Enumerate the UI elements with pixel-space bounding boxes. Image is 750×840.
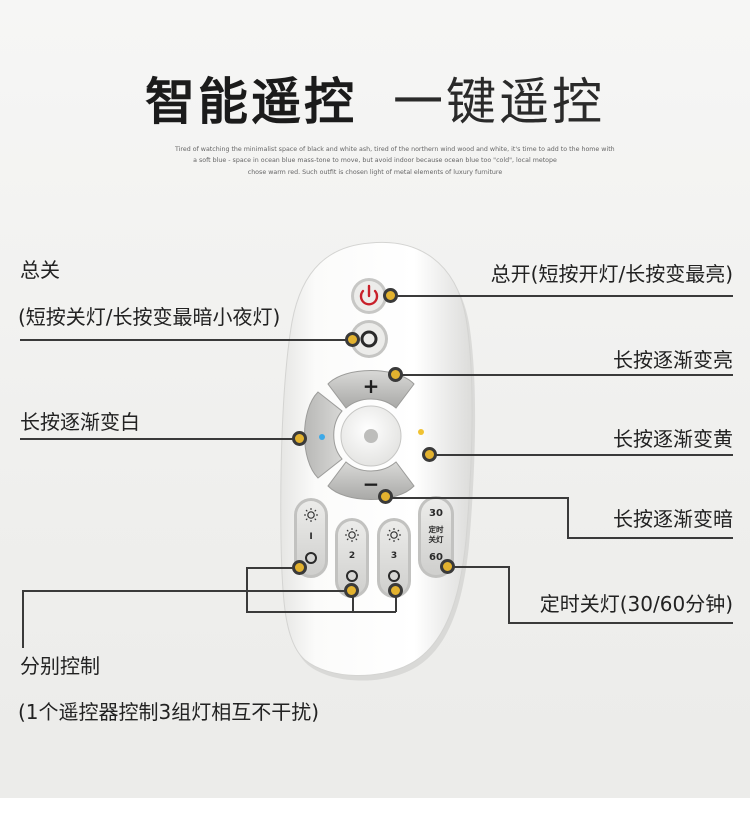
timer-30-label: 30 xyxy=(429,508,443,519)
sun-icon xyxy=(304,508,318,522)
power-off-leader-line xyxy=(20,339,353,341)
darken-leader-h2 xyxy=(567,537,733,539)
darken-marker xyxy=(378,489,393,504)
brighten-leader-line xyxy=(396,374,733,376)
description-line-2: a soft blue - space in ocean blue mass-t… xyxy=(193,157,557,164)
minus-symbol: − xyxy=(363,472,380,496)
power-on-leader-line xyxy=(390,295,733,297)
power-icon xyxy=(359,284,379,306)
sun-icon xyxy=(387,528,401,542)
description-line-3: chose warm red. Such outfit is chosen li… xyxy=(247,169,503,176)
title-sub: 一键遥控 xyxy=(393,73,605,131)
timer-60-label: 60 xyxy=(429,552,443,563)
group-2-marker xyxy=(344,583,359,598)
darken-leader-h1 xyxy=(386,497,568,499)
group-control-description: (1个遥控器控制3组灯相互不干扰) xyxy=(18,700,320,724)
power-off-description: (短按关灯/长按变最暗小夜灯) xyxy=(18,305,281,329)
group-2-button[interactable] xyxy=(335,518,369,598)
yellow-indicator-icon xyxy=(418,429,424,435)
group-3-number: 3 xyxy=(391,551,397,561)
timer-marker xyxy=(440,559,455,574)
timer-label-2: 关灯 xyxy=(429,534,444,544)
group-3-button[interactable] xyxy=(377,518,411,598)
group-leader-h xyxy=(22,590,352,592)
timer-leader-v xyxy=(508,566,510,623)
yellow-leader-line xyxy=(430,454,733,456)
plus-symbol: + xyxy=(363,374,380,398)
timer-leader-h1 xyxy=(448,566,509,568)
group-bracket-left xyxy=(246,567,248,612)
whiten-label: 长按逐渐变白 xyxy=(20,410,140,434)
description-line-1: Tired of watching the minimalist space o… xyxy=(175,146,615,153)
power-off-title: 总关 xyxy=(20,258,60,282)
group-bracket-bottom xyxy=(246,611,396,613)
brighten-marker xyxy=(388,367,403,382)
group-bracket-top xyxy=(246,567,300,569)
group-bracket-mid xyxy=(352,590,354,612)
white-leader-line xyxy=(20,438,300,440)
power-off-marker xyxy=(345,332,360,347)
sun-icon xyxy=(345,528,359,542)
timer-label: 定时关灯(30/60分钟) xyxy=(539,592,733,616)
center-button[interactable] xyxy=(340,405,402,467)
power-on-marker xyxy=(383,288,398,303)
bottom-band xyxy=(0,798,750,840)
page-title: 智能遥控一键遥控 xyxy=(0,62,750,134)
white-indicator-icon xyxy=(319,434,325,440)
group-bracket-right xyxy=(395,590,397,612)
darken-button[interactable] xyxy=(327,461,415,500)
power-off-button[interactable] xyxy=(350,320,388,358)
timer-leader-h2 xyxy=(508,622,733,624)
darken-label: 长按逐渐变暗 xyxy=(613,507,733,531)
darken-leader-v xyxy=(567,497,569,538)
timer-button[interactable] xyxy=(418,496,454,578)
title-main: 智能遥控 xyxy=(145,73,357,131)
yellow-marker xyxy=(422,447,437,462)
group-1-button[interactable] xyxy=(294,498,328,578)
white-marker xyxy=(292,431,307,446)
group-leader-v xyxy=(22,590,24,648)
yellow-label: 长按逐渐变黄 xyxy=(613,427,733,451)
group-3-marker xyxy=(388,583,403,598)
group-control-title: 分别控制 xyxy=(20,654,100,678)
group-2-number: 2 xyxy=(349,551,355,561)
group-1-marker xyxy=(292,560,307,575)
power-on-label: 总开(短按开灯/长按变最亮) xyxy=(490,262,733,286)
group-1-number: Ⅰ xyxy=(309,532,312,542)
timer-label-1: 定时 xyxy=(429,524,444,534)
brighten-label: 长按逐渐变亮 xyxy=(613,348,733,372)
